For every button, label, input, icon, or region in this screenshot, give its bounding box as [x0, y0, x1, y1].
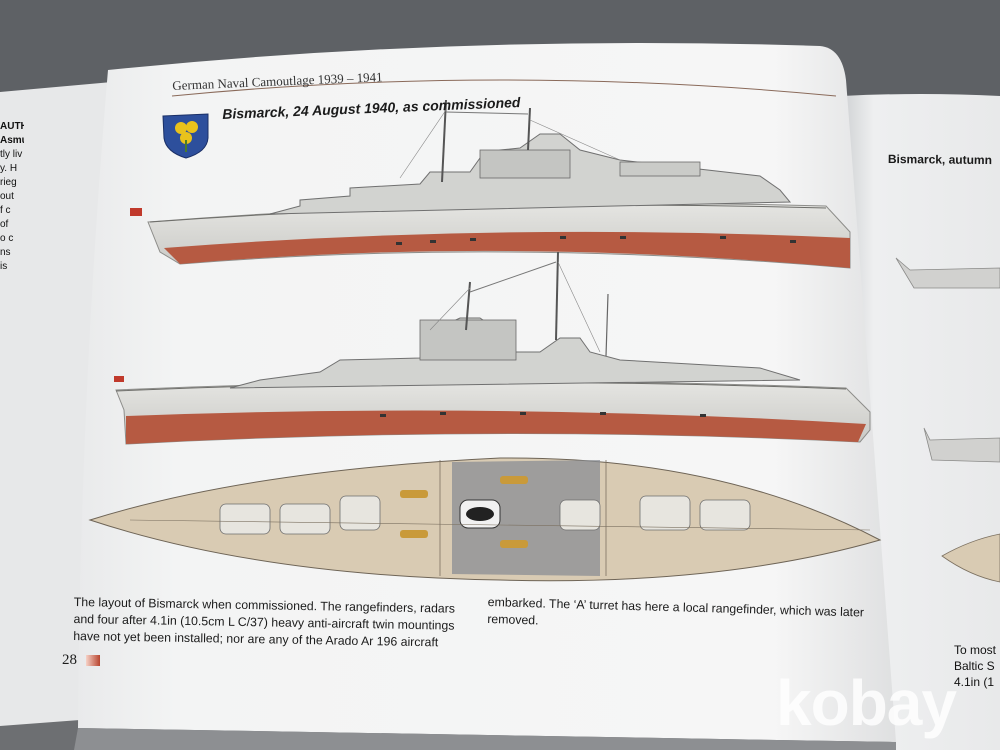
stern-flag [130, 208, 142, 216]
ship-profile-upper [147, 99, 851, 269]
caption-left: The layout of Bismarck when commissioned… [73, 594, 474, 652]
left-fragment-line: of [0, 219, 9, 230]
ship-crest-icon [162, 113, 209, 159]
page-edge-shadow [74, 728, 896, 750]
left-fragment-line: o c [0, 233, 14, 244]
right-fragment-line: Baltic S [954, 659, 995, 673]
right-page-title: Bismarck, autumn [887, 152, 993, 168]
left-fragment-line: f c [0, 205, 11, 216]
left-fragment-line: y. H [0, 163, 18, 174]
left-fragment-line: AUTHO [0, 121, 24, 132]
header-rule [171, 79, 837, 97]
left-fragment-line: tly liv [0, 149, 23, 160]
left-fragment-line: rieg [0, 177, 17, 188]
page-number: 28 [62, 652, 77, 668]
left-fragment-line: is [0, 261, 8, 272]
left-page-fragment: AUTHO Asmu tly liv y. H rieg out f c of … [0, 120, 24, 274]
page-number-marker [86, 655, 100, 666]
watermark-logo: kobay [776, 667, 957, 739]
ship-profile-lower [114, 251, 871, 445]
left-fragment-line: Asmu [0, 135, 24, 146]
right-page-ship-fragments [895, 257, 1000, 583]
left-fragment-line: out [0, 191, 14, 202]
right-page-fragment: To most Baltic S 4.1in (1 [954, 642, 1000, 690]
right-fragment-line: 4.1in (1 [954, 675, 995, 689]
right-fragment-line: To most [954, 643, 997, 657]
left-fragment-line: ns [0, 247, 11, 258]
ship-deck-plan [88, 457, 882, 582]
